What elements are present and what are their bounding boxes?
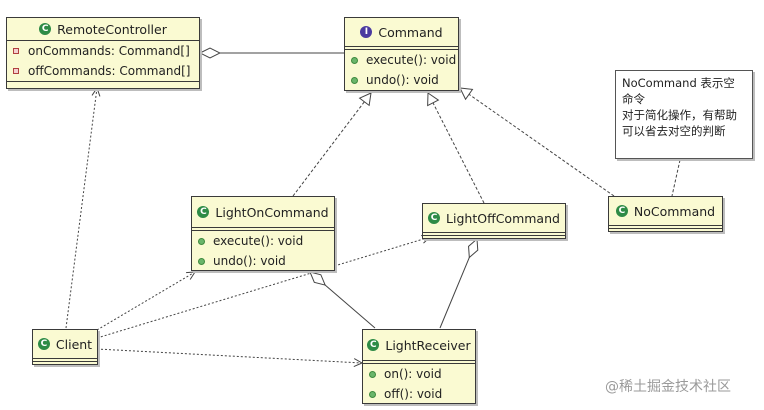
public-method-icon [351, 76, 358, 84]
class-icon: C [615, 205, 628, 217]
method-text: execute(): void [366, 53, 457, 67]
class-name: NoCommand [633, 203, 716, 219]
method-text: off(): void [384, 387, 443, 401]
class-remote-controller[interactable]: C RemoteController onCommands: Command[]… [6, 17, 200, 89]
relation-dependency-client-lighton [96, 272, 195, 331]
public-method-icon [351, 56, 358, 64]
method-row: undo(): void [345, 70, 458, 90]
method-text: undo(): void [366, 73, 439, 87]
field-row: onCommands: Command[] [7, 41, 199, 61]
class-icon: C [428, 212, 441, 224]
class-header: C NoCommand [609, 197, 722, 225]
note-line: 可以省去对空的判断 [622, 124, 726, 138]
class-name: RemoteController [57, 21, 167, 37]
class-icon: C [39, 23, 52, 35]
relation-realization-lighton-command [292, 92, 372, 197]
class-icon: C [37, 338, 50, 350]
class-header: I Command [345, 18, 458, 46]
private-field-icon [13, 68, 19, 74]
relation-realization-nocommand-command [459, 87, 615, 197]
class-name: LightOnCommand [215, 204, 329, 220]
class-name: Client [55, 336, 93, 352]
relation-dependency-client-remote [65, 88, 97, 329]
watermark: @稀土掘金技术社区 [605, 379, 731, 395]
interface-icon: I [360, 26, 373, 38]
note-link [671, 159, 681, 197]
class-name: LightReceiver [385, 337, 471, 353]
public-method-icon [198, 237, 205, 245]
public-method-icon [369, 370, 376, 378]
class-icon: C [197, 206, 210, 218]
public-method-icon [198, 257, 205, 265]
class-no-command[interactable]: C NoCommand [608, 196, 723, 232]
class-client[interactable]: C Client [32, 329, 98, 365]
field-text: onCommands: Command[] [28, 44, 190, 58]
class-icon: C [367, 339, 380, 351]
class-light-off-command[interactable]: C LightOffCommand [422, 203, 566, 239]
class-name: LightOffCommand [446, 210, 560, 226]
class-header: C LightReceiver [363, 330, 475, 360]
note-comment[interactable]: NoCommand 表示空 命令 对于简化操作，有帮助 可以省去对空的判断 [615, 70, 753, 159]
class-header: C RemoteController [7, 18, 199, 40]
method-row: execute(): void [192, 231, 334, 251]
relation-dependency-client-receiver [96, 348, 362, 363]
class-name: Command [378, 24, 443, 40]
class-header: C LightOnCommand [192, 197, 334, 227]
method-row: undo(): void [192, 251, 334, 271]
class-light-receiver[interactable]: C LightReceiver on(): void off(): void [362, 329, 476, 404]
interface-command[interactable]: I Command execute(): void undo(): void [344, 17, 459, 91]
method-text: on(): void [384, 367, 442, 381]
relation-dependency-client-lightoff [96, 237, 430, 339]
method-text: undo(): void [213, 254, 286, 268]
field-row: offCommands: Command[] [7, 61, 199, 81]
public-method-icon [369, 390, 376, 398]
method-text: execute(): void [213, 234, 304, 248]
relation-realization-lightoff-command [427, 92, 485, 204]
class-header: C Client [33, 330, 97, 358]
note-line: 对于简化操作，有帮助 [622, 108, 737, 122]
relation-aggregation-lightoff-receiver [439, 239, 477, 329]
private-field-icon [13, 48, 19, 54]
method-row: off(): void [363, 384, 475, 404]
relation-aggregation-lighton-receiver [310, 272, 376, 329]
field-text: offCommands: Command[] [28, 64, 191, 78]
note-line: 命令 [622, 92, 645, 106]
class-header: C LightOffCommand [423, 204, 565, 232]
note-line: NoCommand 表示空 [622, 76, 735, 90]
method-row: execute(): void [345, 50, 458, 70]
method-row: on(): void [363, 364, 475, 384]
class-light-on-command[interactable]: C LightOnCommand execute(): void undo():… [191, 196, 335, 271]
